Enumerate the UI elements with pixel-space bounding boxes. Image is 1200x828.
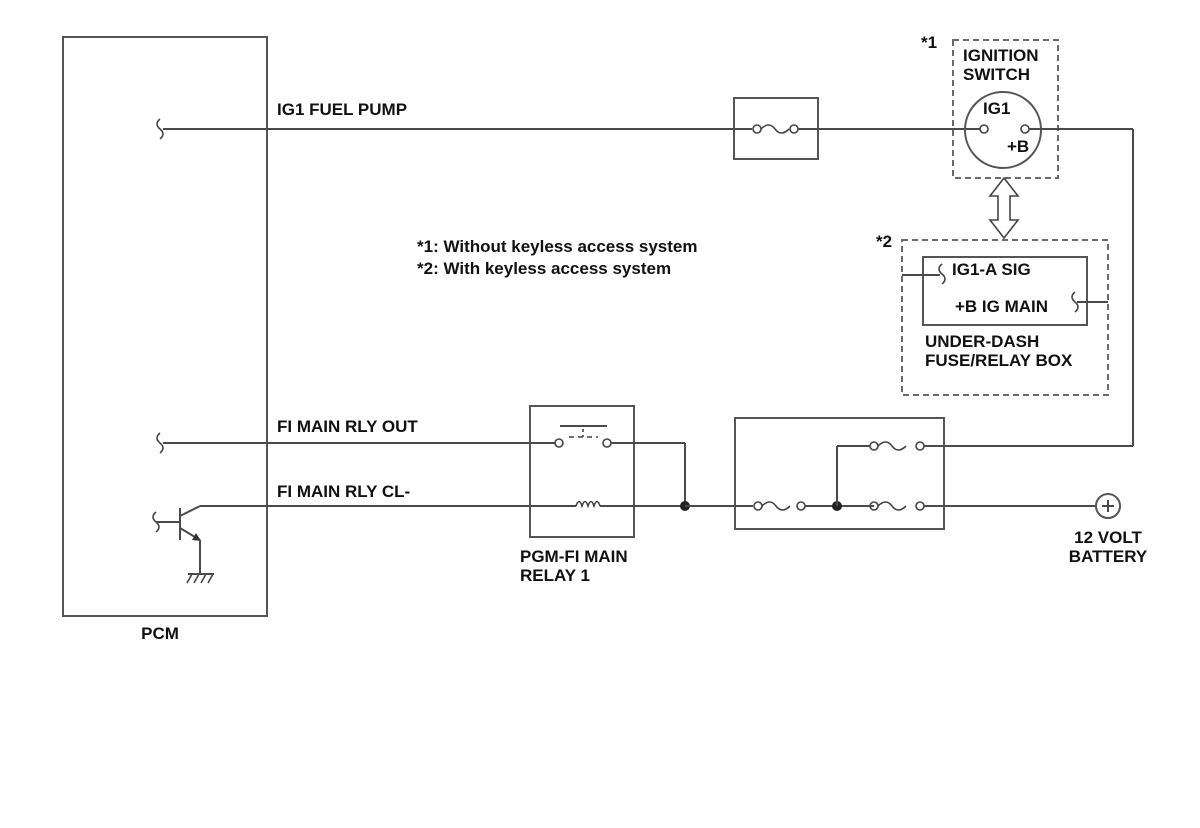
ig1-fuel-pump-label: IG1 FUEL PUMP — [277, 100, 407, 119]
fi-main-rly-cl-circuit: FI MAIN RLY CL- — [200, 482, 570, 507]
ground-icon — [186, 573, 214, 584]
battery-label-2: BATTERY — [1069, 547, 1148, 566]
plus-b-terminal — [1020, 124, 1030, 134]
fuse-icon-lower-right — [869, 501, 944, 511]
ignition-switch-label-2: SWITCH — [963, 65, 1030, 84]
fuse-icon-upper-right — [869, 441, 944, 451]
relay-switch-icon — [554, 425, 685, 448]
battery-label-1: 12 VOLT — [1074, 528, 1142, 547]
plus-b-terminal-label: +B — [1007, 137, 1029, 156]
fi-main-rly-cl-label: FI MAIN RLY CL- — [277, 482, 410, 501]
under-dash-label-2: FUSE/RELAY BOX — [925, 351, 1073, 370]
pcm-label: PCM — [141, 624, 179, 643]
plus-b-ig-main-label: +B IG MAIN — [955, 297, 1048, 316]
ignition-switch-label-1: IGNITION — [963, 46, 1039, 65]
fuse-icon-lower-left — [735, 501, 874, 511]
relay-coil-icon — [570, 500, 685, 509]
fi-main-rly-out-circuit: FI MAIN RLY OUT — [163, 417, 555, 444]
keyless-marker: *2 — [876, 232, 892, 251]
pcm-connector-ig1 — [156, 118, 164, 140]
double-arrow-icon — [988, 176, 1020, 240]
ig1-fuel-pump-circuit: IG1 FUEL PUMP — [163, 97, 967, 160]
relay-label-1: PGM-FI MAIN — [520, 547, 628, 566]
note-2: *2: With keyless access system — [417, 259, 671, 278]
pgm-fi-main-relay: PGM-FI MAIN RELAY 1 — [520, 405, 685, 585]
ig1-terminal-label: IG1 — [983, 99, 1010, 118]
relay-label-2: RELAY 1 — [520, 566, 590, 585]
ignition-switch: *1 IGNITION SWITCH IG1 +B — [921, 33, 1133, 179]
ig1-a-sig-label: IG1-A SIG — [952, 260, 1031, 279]
under-dash-label-1: UNDER-DASH — [925, 332, 1039, 351]
fuse-icon — [734, 124, 818, 134]
pcm-module: PCM — [62, 36, 268, 643]
ig1-terminal — [979, 124, 989, 134]
fuse-block-main — [734, 417, 945, 530]
ignition-marker: *1 — [921, 33, 937, 52]
under-dash-fuse-relay-box: *2 IG1-A SIG +B IG MAIN UNDER-DASH FUSE/… — [876, 232, 1109, 396]
pcm-connector-rly-out — [156, 432, 164, 454]
transistor-icon — [152, 505, 201, 574]
battery-plus-icon — [1095, 493, 1121, 519]
fi-main-rly-out-label: FI MAIN RLY OUT — [277, 417, 418, 436]
note-1: *1: Without keyless access system — [417, 237, 698, 256]
